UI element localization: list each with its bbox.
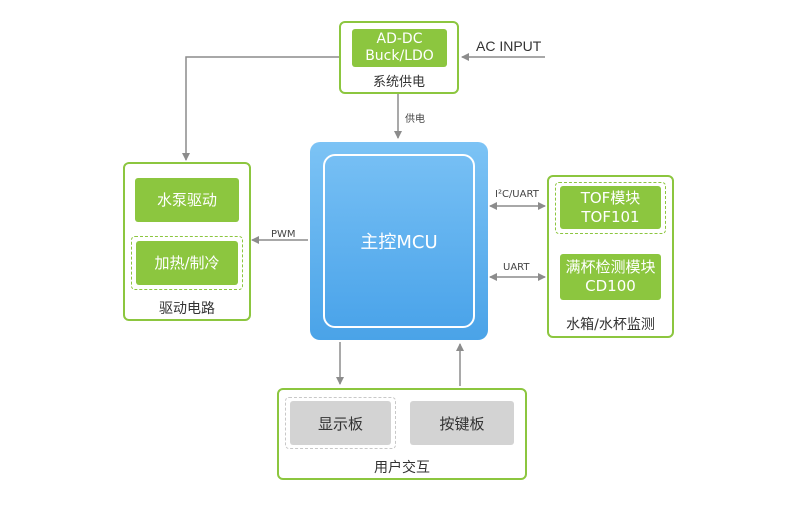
tof-module-box: TOF模块 TOF101 xyxy=(560,186,661,229)
sensor-label: 水箱/水杯监测 xyxy=(566,317,655,333)
power-label: 系统供电 xyxy=(372,75,425,90)
i2c-label: I²C/UART xyxy=(495,189,539,200)
display-board-box: 显示板 xyxy=(290,401,391,445)
cup-detect-box: 满杯检测模块 CD100 xyxy=(560,254,661,300)
power-to-drive-arrow xyxy=(182,56,340,161)
drive-label: 驱动电路 xyxy=(159,301,215,317)
display-dashed-frame xyxy=(285,397,396,449)
heat-dashed-frame xyxy=(131,236,243,290)
heat-cool-box: 加热/制冷 xyxy=(136,241,238,285)
ad-dc-box: AD-DC Buck/LDO xyxy=(352,29,447,67)
supply-label: 供电 xyxy=(405,114,425,125)
pump-drive-box: 水泵驱动 xyxy=(135,178,239,222)
mcu-inner: 主控MCU xyxy=(323,154,475,328)
ac-input-label: AC INPUT xyxy=(476,38,542,54)
mcu-label: 主控MCU xyxy=(360,232,438,253)
uart-label: UART xyxy=(503,262,530,273)
keypad-board-box: 按键板 xyxy=(410,401,514,445)
pwm-label: PWM xyxy=(271,229,296,240)
tof-dashed-frame xyxy=(555,182,666,234)
ui-label: 用户交互 xyxy=(374,460,430,476)
